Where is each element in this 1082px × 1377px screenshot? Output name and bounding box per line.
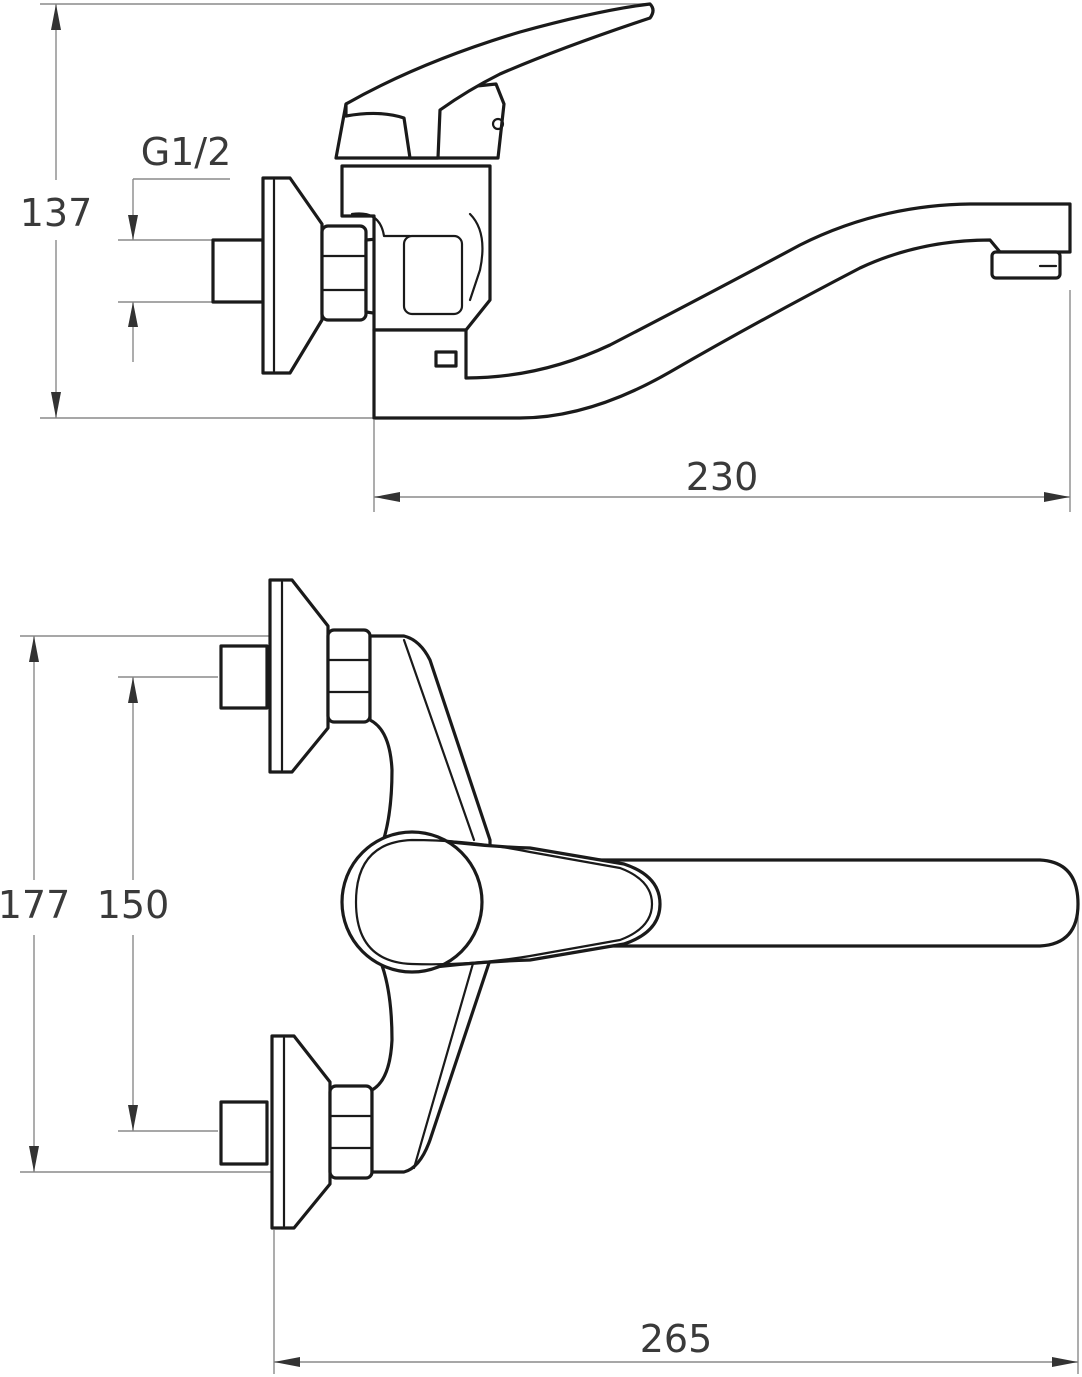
wall-flange — [261, 176, 324, 375]
mixer-cap-inner — [354, 838, 654, 966]
center-distance-label: 150 — [97, 883, 170, 927]
dimension-center-150: 150 — [97, 676, 218, 1132]
body-window — [402, 234, 464, 316]
top-view: 177 150 265 — [0, 578, 1080, 1374]
lower-inlet-stub — [219, 1100, 269, 1166]
hex-nut — [320, 224, 368, 322]
height-label: 137 — [20, 191, 93, 235]
dimension-depth-265: 265 — [273, 900, 1079, 1374]
spout-base — [372, 202, 1072, 420]
thread-label: G1/2 — [141, 130, 232, 174]
upper-inlet-stub — [219, 644, 269, 710]
depth-label: 265 — [640, 1317, 713, 1361]
dimension-projection-230: 230 — [373, 290, 1071, 512]
lever-screw — [491, 117, 505, 131]
upper-wall-flange — [268, 578, 330, 774]
inlet-pipe-stub — [211, 238, 265, 304]
dimension-height-137: 137 — [20, 3, 650, 419]
dimension-thread-g12: G1/2 — [118, 130, 231, 362]
mixer-cap-outer — [340, 830, 484, 974]
lower-wall-flange — [270, 1034, 332, 1230]
lower-hex-nut — [328, 1084, 374, 1180]
spout-aerator — [990, 250, 1062, 280]
long-spout — [558, 858, 1080, 948]
side-view: 137 G1/2 230 — [20, 2, 1072, 512]
lever-handle — [344, 2, 655, 160]
diverter-tab — [434, 350, 458, 368]
upper-hex-nut — [326, 628, 372, 724]
projection-label: 230 — [686, 455, 759, 499]
total-width-label: 177 — [0, 883, 70, 927]
